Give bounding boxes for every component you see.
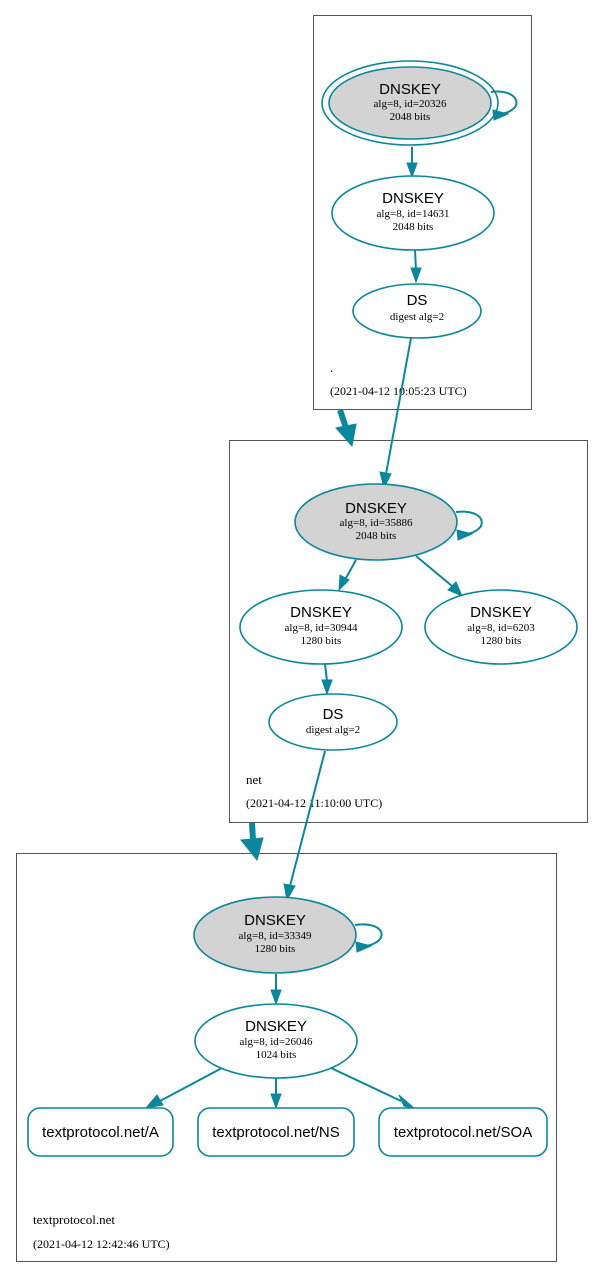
node-digest: digest alg=2 — [306, 724, 360, 736]
rrset-label: textprotocol.net/SOA — [394, 1124, 532, 1141]
node-type: DNSKEY — [379, 81, 441, 98]
node-net-ds: DS digest alg=2 — [268, 693, 398, 751]
node-bits: 2048 bits — [393, 221, 434, 233]
node-net-ksk: DNSKEY alg=8, id=35886 2048 bits — [294, 483, 458, 561]
node-type: DNSKEY — [345, 500, 407, 517]
zone-textprotocol-timestamp: (2021-04-12 12:42:46 UTC) — [33, 1237, 170, 1251]
node-digest: digest alg=2 — [390, 311, 444, 323]
node-type: DNSKEY — [470, 604, 532, 621]
node-bits: 1280 bits — [301, 635, 342, 647]
node-type: DS — [323, 706, 344, 723]
edge-tp-ksk-self — [354, 923, 383, 953]
node-alg: alg=8, id=33349 — [239, 930, 312, 942]
edge-root-ksk-to-zsk — [406, 147, 418, 179]
zone-root: . (2021-04-12 10:05:23 UTC) — [313, 15, 532, 410]
node-rrset-a: textprotocol.net/A — [27, 1107, 174, 1157]
node-alg: alg=8, id=30944 — [285, 622, 358, 634]
node-type: DS — [407, 292, 428, 309]
node-bits: 1280 bits — [481, 635, 522, 647]
node-bits: 1280 bits — [255, 943, 296, 955]
edge-net-ksk-to-zsk1 — [338, 559, 357, 592]
zone-root-border — [313, 15, 532, 410]
zone-textprotocol-border — [16, 853, 557, 1262]
edge-net-ds-to-tp-ksk — [283, 750, 326, 902]
node-bits: 2048 bits — [390, 111, 431, 123]
edge-tp-zsk-to-a — [144, 1067, 223, 1109]
zone-root-name: . — [330, 360, 333, 375]
node-bits: 1024 bits — [256, 1049, 297, 1061]
node-root-zsk: DNSKEY alg=8, id=14631 2048 bits — [331, 175, 495, 251]
rrset-label: textprotocol.net/NS — [212, 1124, 340, 1141]
zone-net-name: net — [246, 772, 262, 787]
node-type: DNSKEY — [244, 912, 306, 929]
rrset-label: textprotocol.net/A — [42, 1124, 159, 1141]
node-net-zsk-30944: DNSKEY alg=8, id=30944 1280 bits — [239, 589, 403, 665]
node-type: DNSKEY — [382, 190, 444, 207]
node-type: DNSKEY — [245, 1018, 307, 1035]
node-rrset-ns: textprotocol.net/NS — [197, 1107, 355, 1157]
node-alg: alg=8, id=35886 — [340, 517, 413, 529]
delegation-net-to-textprotocol — [240, 822, 264, 862]
zone-root-timestamp: (2021-04-12 10:05:23 UTC) — [330, 384, 467, 398]
edge-root-zsk-to-ds — [410, 249, 422, 284]
zone-net-border — [229, 440, 588, 823]
edge-tp-ksk-to-zsk — [270, 974, 282, 1006]
node-tp-ksk: DNSKEY alg=8, id=33349 1280 bits — [193, 896, 357, 974]
node-type: DNSKEY — [290, 604, 352, 621]
edge-root-ds-to-net-ksk — [379, 337, 412, 490]
node-alg: alg=8, id=6203 — [467, 622, 535, 634]
node-root-ksk: DNSKEY alg=8, id=20326 2048 bits — [321, 60, 499, 146]
edge-tp-zsk-to-ns — [270, 1078, 282, 1110]
node-bits: 2048 bits — [356, 530, 397, 542]
node-root-ds: DS digest alg=2 — [352, 283, 482, 339]
zone-net-timestamp: (2021-04-12 11:10:00 UTC) — [246, 796, 382, 810]
ksk-fill — [328, 66, 492, 140]
zone-textprotocol-name: textprotocol.net — [33, 1212, 115, 1227]
edge-tp-zsk-to-soa — [330, 1067, 416, 1109]
node-alg: alg=8, id=26046 — [240, 1036, 313, 1048]
node-alg: alg=8, id=14631 — [377, 208, 450, 220]
zone-textprotocol: textprotocol.net (2021-04-12 12:42:46 UT… — [16, 853, 557, 1262]
zone-net: net (2021-04-12 11:10:00 UTC) — [229, 440, 588, 823]
edge-net-zsk1-to-ds — [321, 663, 333, 696]
edge-net-ksk-to-zsk2 — [415, 555, 463, 597]
edge-net-ksk-self — [455, 510, 483, 541]
node-alg: alg=8, id=20326 — [374, 98, 447, 110]
node-net-zsk-6203: DNSKEY alg=8, id=6203 1280 bits — [424, 589, 578, 665]
delegation-root-to-net — [335, 409, 357, 448]
node-rrset-soa: textprotocol.net/SOA — [378, 1107, 548, 1157]
node-tp-zsk: DNSKEY alg=8, id=26046 1024 bits — [194, 1003, 358, 1079]
